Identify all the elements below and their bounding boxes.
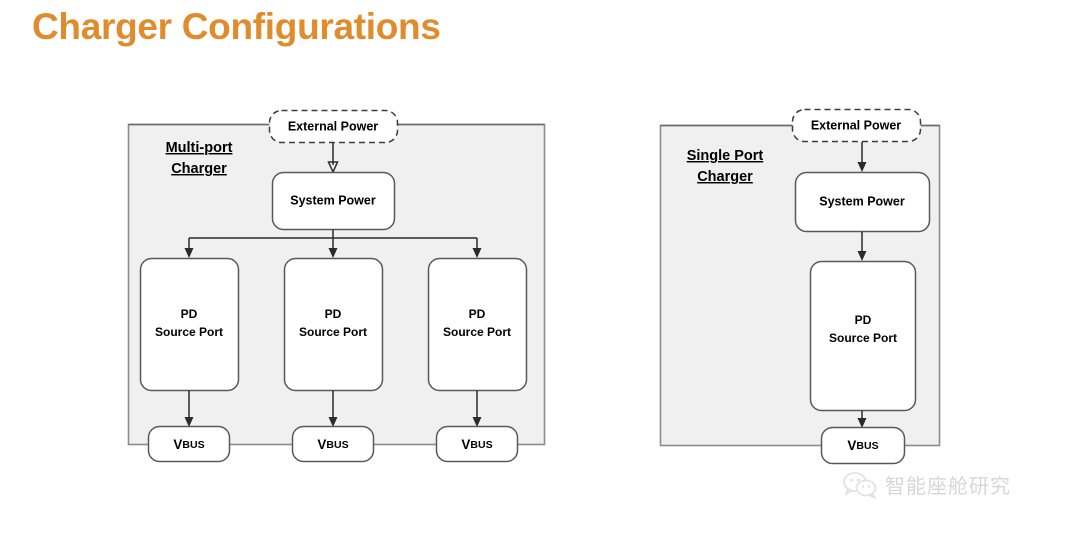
single-port-pd-source-port-box[interactable] [809,260,917,412]
multi-port-vbus-box-1[interactable] [147,425,231,463]
multi-port-pd-source-port-label-3-line2: Source Port [443,325,511,339]
single-port-arrowhead-system-to-pd [857,251,867,261]
single-port-charger-caption-line2: Charger [697,169,753,185]
multi-port-arrowhead-pd-to-vbus-3 [472,417,482,427]
single-port-pd-source-port-label-line2: Source Port [829,331,897,345]
single-port-external-power-label: External Power [811,118,901,132]
diagram-single-port-charger: Single Port Charger External Power Syste… [659,108,941,465]
single-port-external-power-box[interactable] [791,108,922,143]
single-port-arrowhead-external-to-system [857,162,867,172]
multi-port-external-power-box[interactable] [268,109,399,144]
multi-port-arrowhead-branch-1 [184,248,194,258]
multi-port-arrowhead-pd-to-vbus-1 [184,417,194,427]
multi-port-vbus-label-3-sub: BUS [470,439,492,451]
diagram-multi-port-charger: Multi-port Charger External Power System… [127,109,546,463]
multi-port-external-power-label: External Power [288,119,378,133]
multi-port-pd-source-port-label-2-line1: PD [325,307,342,321]
multi-port-arrowhead-branch-2 [328,248,338,258]
multi-port-vbus-box-3[interactable] [435,425,519,463]
multi-port-pd-source-port-label-3-line1: PD [469,307,486,321]
multi-port-pd-source-port-label-2-line2: Source Port [299,325,367,339]
multi-port-vbus-label-2-v: V [317,437,326,452]
multi-port-charger-caption-line2: Charger [171,161,227,177]
multi-port-vbus-label-2-sub: BUS [326,439,348,451]
single-port-arrowhead-pd-to-vbus [857,418,867,428]
multi-port-vbus-box-2[interactable] [291,425,375,463]
single-port-charger-caption-line1: Single Port [687,148,764,164]
multi-port-vbus-label-1-v: V [173,437,182,452]
multi-port-charger-caption-line1: Multi-port [166,140,233,156]
multi-port-pd-source-port-label-1-line2: Source Port [155,325,223,339]
multi-port-system-power-label: System Power [290,193,376,207]
single-port-system-power-label: System Power [819,194,905,208]
page-title: Charger Configurations [32,6,441,47]
single-port-pd-source-port-label-line1: PD [855,313,872,327]
multi-port-arrowhead-external-to-system [327,161,339,174]
multi-port-arrowhead-branch-3 [472,248,482,258]
single-port-vbus-label-sub: BUS [856,440,878,452]
single-port-vbus-label-v: V [847,438,856,453]
multi-port-pd-source-port-label-1-line1: PD [181,307,198,321]
multi-port-vbus-label-3: VBUS [461,437,492,452]
single-port-vbus-label: VBUS [847,438,878,453]
multi-port-arrowhead-pd-to-vbus-2 [328,417,338,427]
multi-port-vbus-label-2: VBUS [317,437,348,452]
multi-port-vbus-label-1-sub: BUS [182,439,204,451]
multi-port-vbus-label-1: VBUS [173,437,204,452]
multi-port-vbus-label-3-v: V [461,437,470,452]
single-port-vbus-box[interactable] [820,426,906,465]
